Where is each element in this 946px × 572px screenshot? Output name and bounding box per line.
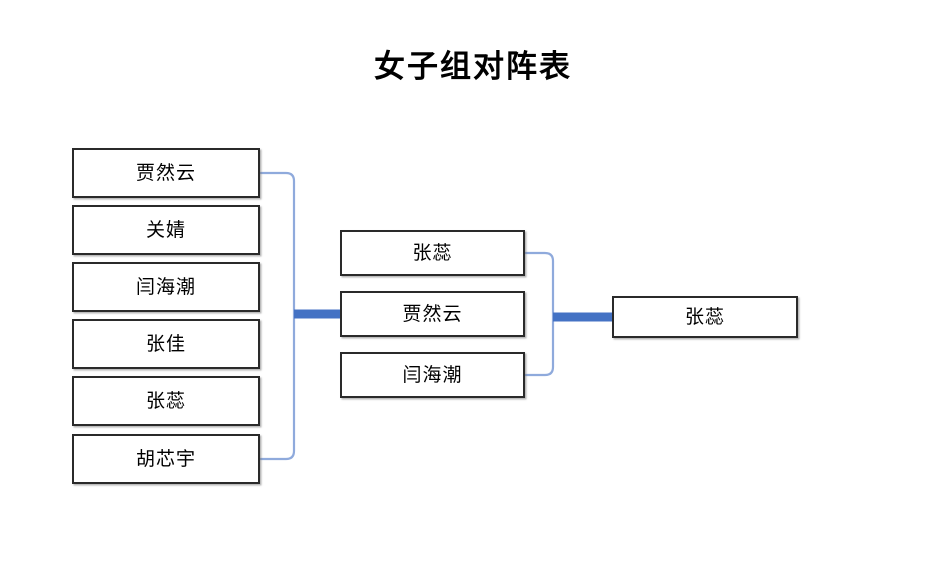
connector-bar-round1-to-round2 bbox=[294, 309, 342, 319]
round1-entrant-box[interactable]: 贾然云 bbox=[72, 148, 260, 198]
round1-entrant-box[interactable]: 关婧 bbox=[72, 205, 260, 255]
round1-entrant-label: 张佳 bbox=[145, 332, 186, 355]
round2-entrant-box[interactable]: 贾然云 bbox=[340, 291, 525, 337]
bracket-curve-round2 bbox=[523, 251, 555, 377]
round1-entrant-box[interactable]: 闫海潮 bbox=[72, 262, 260, 312]
round1-entrant-box[interactable]: 张佳 bbox=[72, 319, 260, 369]
champion-label: 张蕊 bbox=[684, 305, 725, 328]
connector-bar-round2-to-round3 bbox=[553, 312, 614, 322]
page-title: 女子组对阵表 bbox=[374, 49, 572, 85]
round1-entrant-box[interactable]: 张蕊 bbox=[72, 376, 260, 426]
round2-entrant-box[interactable]: 张蕊 bbox=[340, 230, 525, 276]
round1-entrant-label: 胡芯宇 bbox=[135, 447, 196, 470]
round2-entrant-label: 闫海潮 bbox=[402, 363, 463, 386]
round2-entrant-box[interactable]: 闫海潮 bbox=[340, 352, 525, 398]
round1-entrant-label: 闫海潮 bbox=[135, 275, 196, 298]
round2-entrant-label: 贾然云 bbox=[402, 302, 463, 325]
round2-entrant-label: 张蕊 bbox=[412, 241, 453, 264]
bracket-curve-round1 bbox=[258, 171, 296, 461]
round1-entrant-label: 张蕊 bbox=[145, 389, 186, 412]
round1-entrant-box[interactable]: 胡芯宇 bbox=[72, 434, 260, 484]
round1-entrant-label: 关婧 bbox=[145, 218, 186, 241]
round1-entrant-label: 贾然云 bbox=[135, 161, 196, 184]
champion-box[interactable]: 张蕊 bbox=[612, 296, 798, 338]
